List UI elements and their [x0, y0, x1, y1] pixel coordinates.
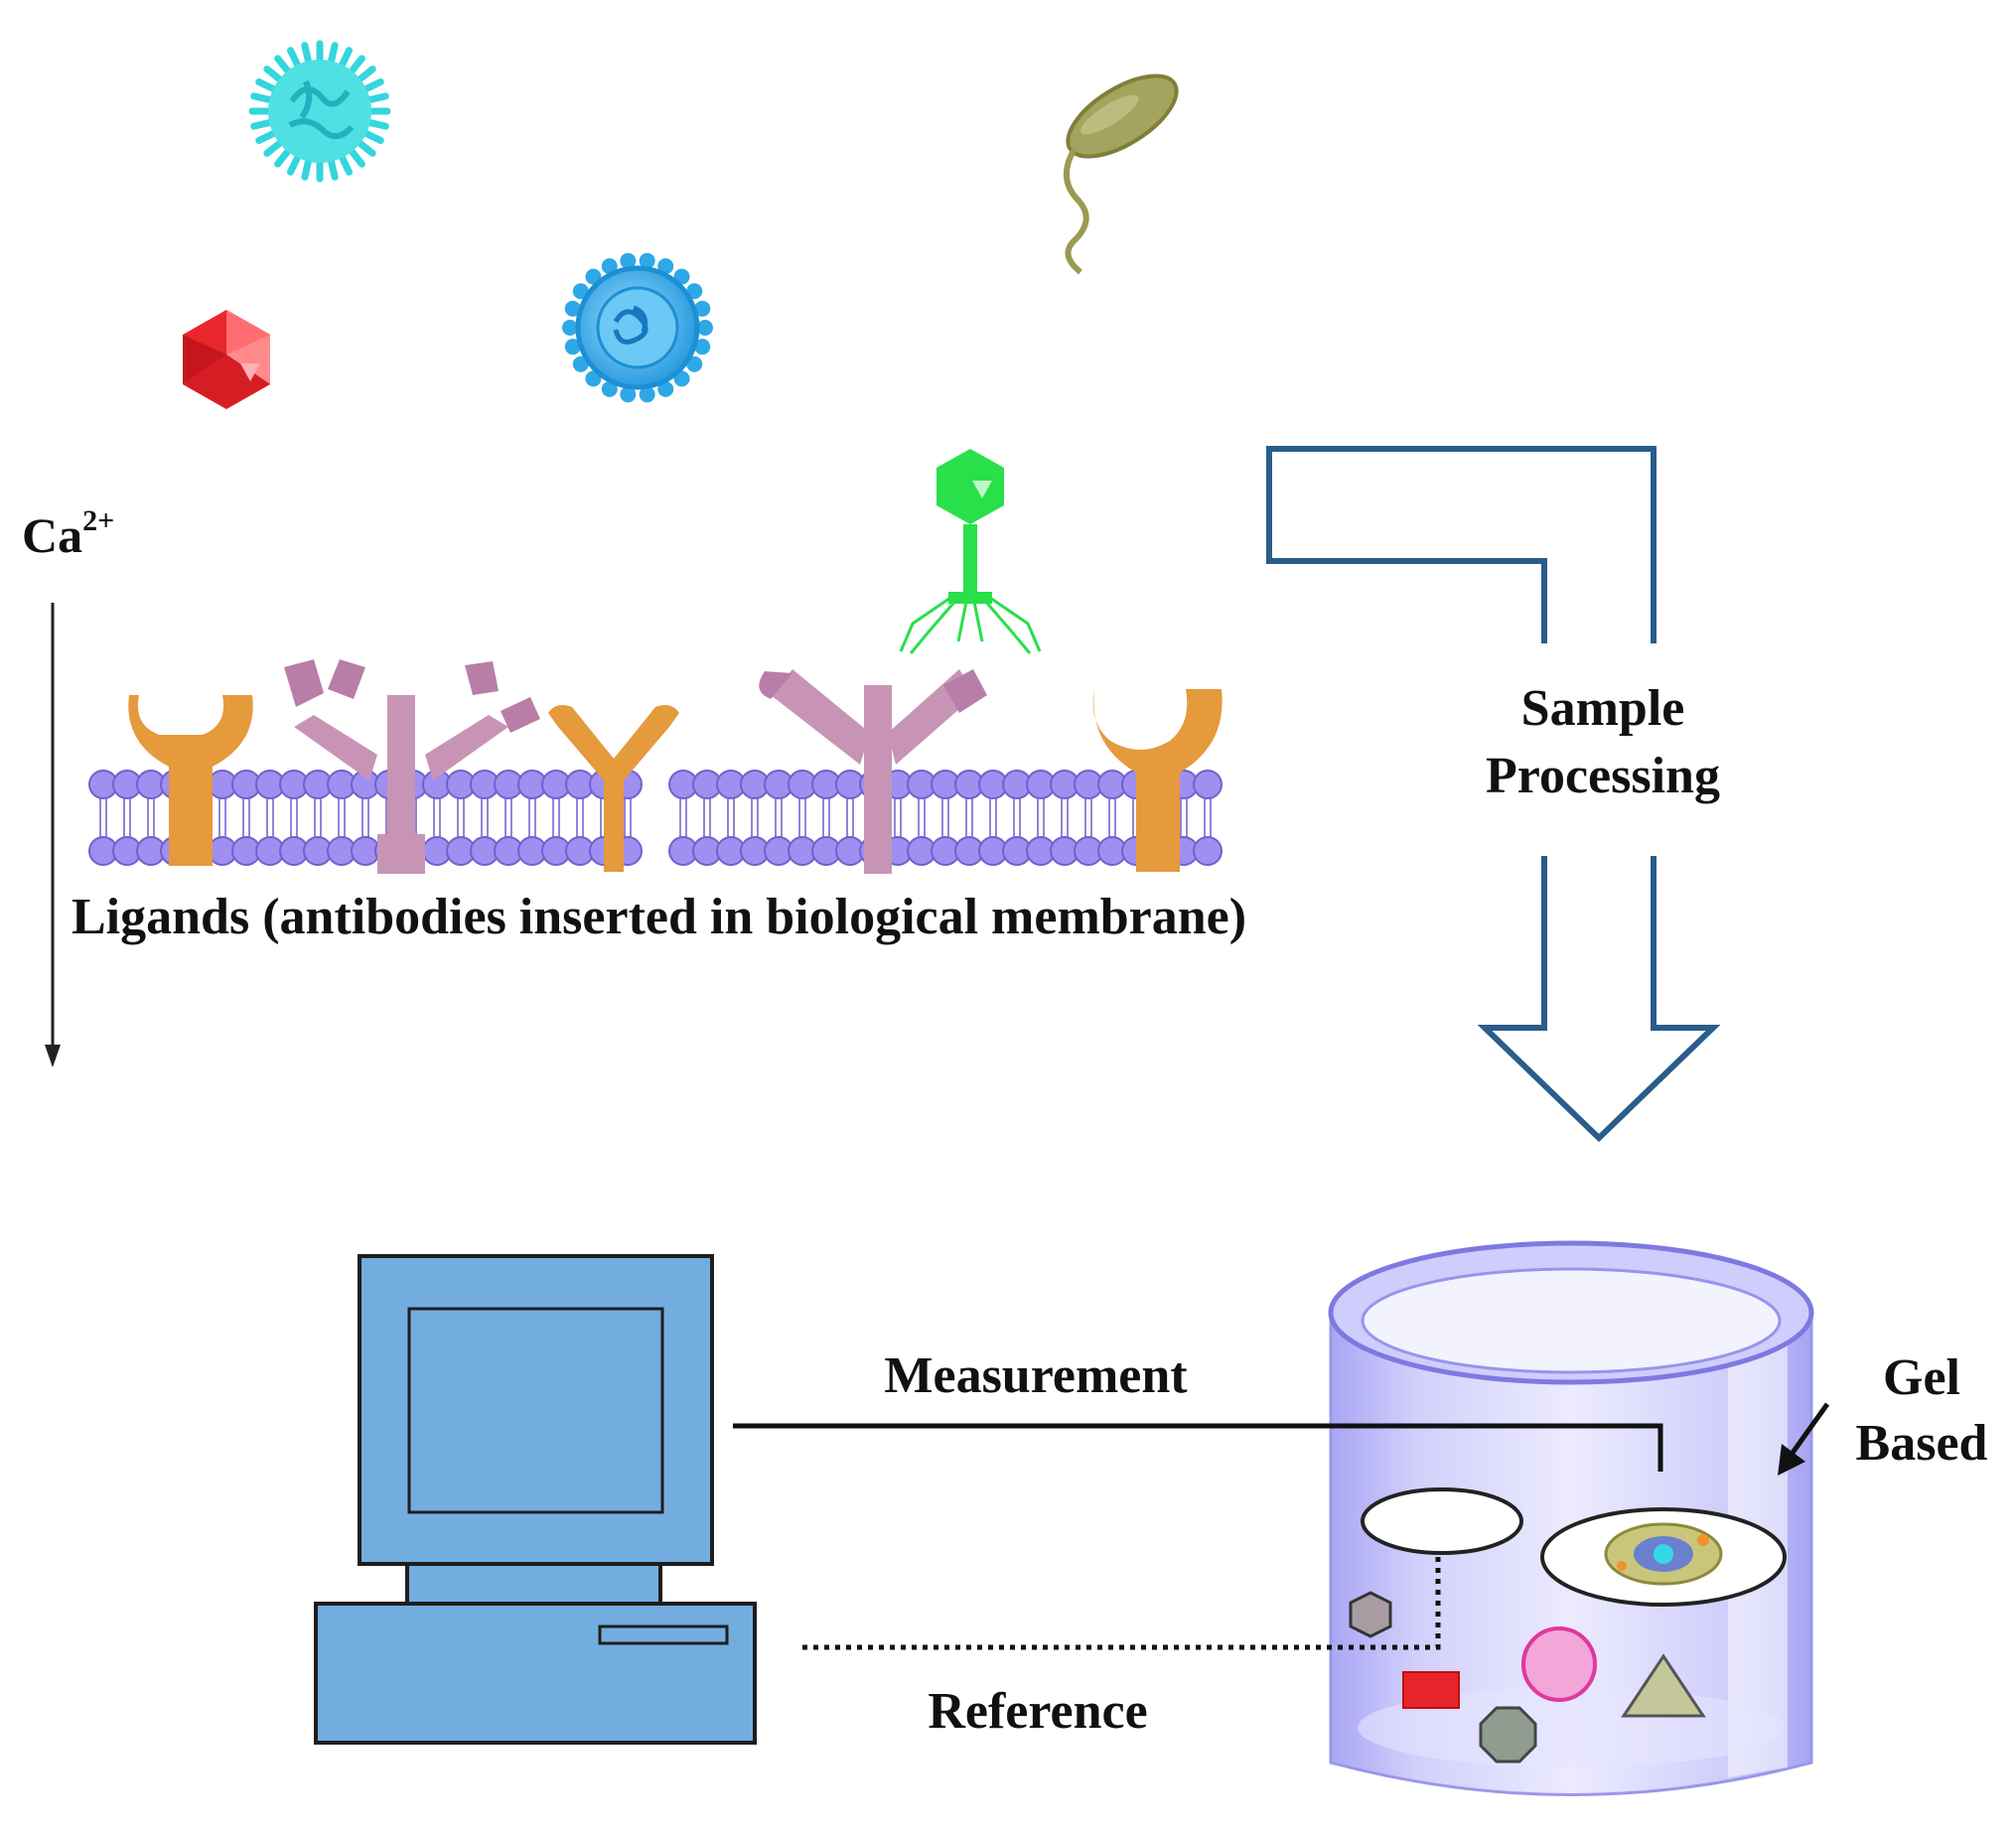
icosahedral-virus-icon	[183, 310, 270, 409]
reference-label: Reference	[928, 1683, 1147, 1740]
bacterium-icon	[1064, 73, 1179, 275]
reference-line	[802, 1555, 1441, 1650]
cell-icon	[1604, 1522, 1723, 1586]
measurement-line	[733, 1423, 1663, 1472]
measurement-label: Measurement	[884, 1347, 1188, 1404]
ion-arrow	[45, 603, 61, 1067]
computer-icon	[314, 1254, 757, 1745]
process-label-line1: Sample	[1521, 680, 1685, 737]
sample-processing-arrow	[1266, 446, 1721, 1143]
gel-cylinder-icon	[1328, 1240, 1814, 1796]
grey-hexagon-shape	[1349, 1591, 1392, 1638]
lipid-membrane	[88, 770, 1223, 866]
grey-octagon-shape	[1479, 1706, 1537, 1764]
gel-pointer-arrow	[1778, 1402, 1830, 1476]
red-rectangle-shape	[1402, 1671, 1460, 1709]
enveloped-virus-icon	[562, 252, 713, 403]
pink-circle-shape	[1521, 1626, 1597, 1702]
reference-electrode	[1361, 1487, 1523, 1555]
gel-label-line1: Gel	[1883, 1349, 1960, 1406]
membrane-caption: Ligands (antibodies inserted in biologic…	[72, 889, 1246, 945]
ion-label: Ca2+	[22, 504, 114, 563]
antibody-icon	[128, 659, 1223, 874]
gel-label-line2: Based	[1856, 1415, 1988, 1472]
olive-triangle-shape	[1621, 1653, 1706, 1718]
spiky-virus-icon	[248, 40, 391, 183]
bacteriophage-icon	[899, 449, 1042, 654]
process-label-line2: Processing	[1486, 748, 1720, 804]
